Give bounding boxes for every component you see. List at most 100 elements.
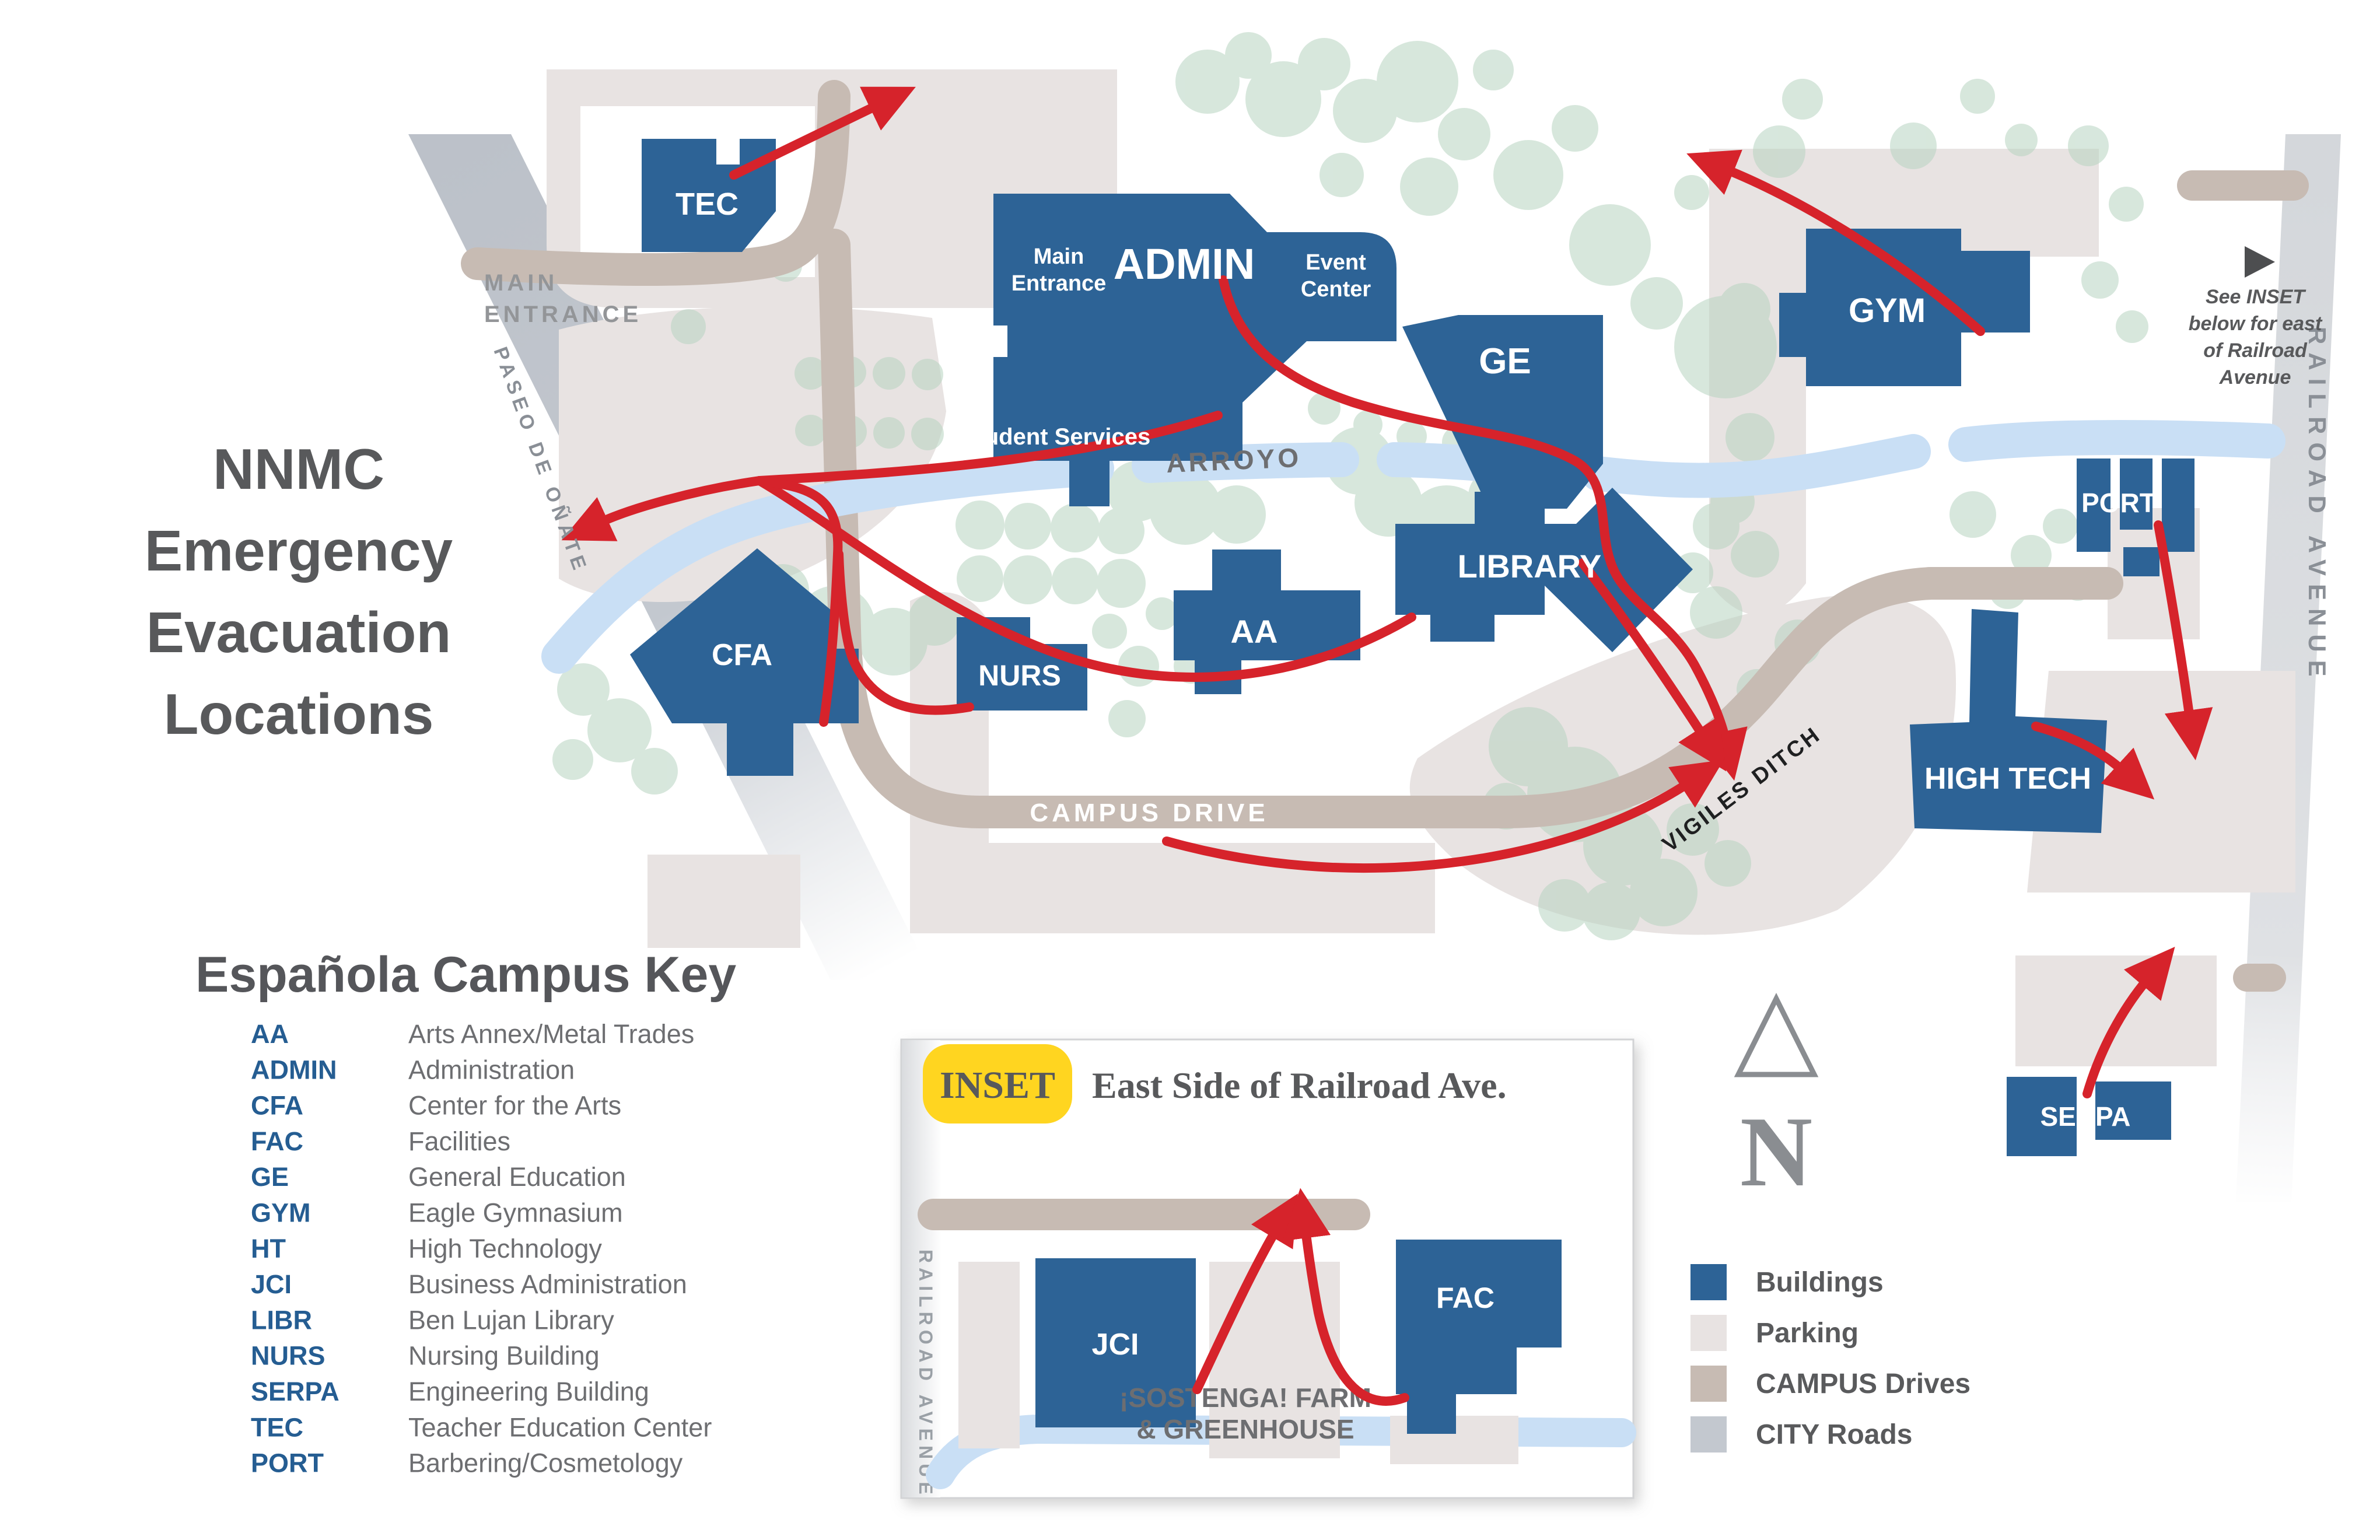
label-student-services: Student Services [961,424,1151,450]
key-name-aa: Arts Annex/Metal Trades [408,1019,694,1049]
building-nurs [957,617,1087,710]
label-high-tech: HIGH TECH [1924,762,2091,796]
key-abbr-port: PORT [251,1448,324,1478]
key-abbr-serpa: SERPA [251,1377,340,1406]
parking-serpa [2015,956,2217,1066]
route-gym [1686,149,1985,336]
arroyo-seg-1 [541,451,1114,674]
railroad-avenue-road [2236,134,2341,1202]
route-student-services [755,476,1416,682]
label-port: PORT [2081,488,2156,518]
building-gym [1779,229,2030,386]
label-aa: AA [1231,613,1278,650]
label-event-center-2: Center [1301,277,1371,302]
parking-nurs-aa [910,592,1435,933]
legend-label-2: CAMPUS Drives [1756,1368,1971,1399]
see-inset-triangle-icon [2245,246,2275,278]
route-admin-main-entrance [561,411,1223,541]
arroyo-seg-4 [1581,434,1931,498]
key-name-nurs: Nursing Building [408,1341,600,1371]
parking-below-cfa [648,855,800,948]
building-serpa [2007,1077,2171,1156]
north-letter: N [1740,1097,1812,1208]
building-jci [1035,1258,1196,1427]
label-main-entrance-1: Main [1034,244,1084,269]
legend-swatch-1 [1690,1315,1727,1351]
legend-label-1: Parking [1756,1318,1859,1349]
inset-title: East Side of Railroad Ave. [1092,1065,1507,1106]
key-name-ge: General Education [408,1162,626,1192]
campus-key: Española Campus Key AA Arts Annex/Metal T… [195,947,736,1478]
evacuation-routes [561,86,2213,1098]
key-abbr-aa: AA [251,1019,289,1049]
label-campus-drive: CAMPUS DRIVE [1030,799,1268,827]
label-admin: ADMIN [1114,240,1255,288]
route-aa [1162,760,1724,873]
label-tec: TEC [676,187,738,222]
building-ge [1402,315,1603,509]
label-jci: JCI [1092,1328,1139,1362]
see-inset-line-2: below for east [2189,313,2323,335]
inset-railroad-label: RAILROAD AVENUE [915,1250,936,1499]
legend-label-3: CITY Roads [1756,1419,1913,1450]
legend-swatch-3 [1690,1416,1727,1452]
label-ge: GE [1479,341,1531,382]
title-line-2: Emergency [145,519,453,583]
label-main-entrance-2: Entrance [1012,271,1107,296]
key-abbr-ht: HT [251,1234,286,1264]
key-abbr-fac: FAC [251,1126,303,1156]
building-admin [993,194,1396,506]
key-abbr-tec: TEC [251,1412,303,1442]
building-fac [1396,1240,1562,1394]
campus-key-heading: Española Campus Key [195,947,736,1003]
title-line-4: Locations [164,682,434,746]
key-name-ht: High Technology [408,1234,602,1264]
label-railroad-avenue: RAILROAD AVENUE [2304,327,2331,685]
route-serpa [2082,947,2175,1098]
label-fac: FAC [1436,1282,1494,1314]
route-high-tech [2031,722,2155,800]
key-name-libr: Ben Lujan Library [408,1305,614,1335]
route-event-center-ge [1219,275,1748,781]
compass-north: N [1734,992,1819,1208]
route-tec [729,86,916,180]
building-high-tech [1910,609,2107,833]
label-serpa: SERPA [2040,1101,2130,1132]
key-name-admin: Administration [408,1055,575,1084]
arroyo-seg-2 [1132,442,1359,483]
label-road-main-entrance-2: ENTRANCE [484,302,642,327]
key-name-gym: Eagle Gymnasium [408,1198,623,1228]
legend-swatch-0 [1690,1264,1727,1300]
legend-swatch-2 [1690,1366,1727,1402]
route-jci [1192,1194,1298,1394]
building-cfa [630,548,859,776]
label-event-center-1: Event [1306,250,1366,275]
arroyo-seg-5 [1948,419,2286,462]
drive-main-entrance [461,80,850,286]
legend-label-0: Buildings [1756,1267,1884,1298]
see-inset-note: See INSET below for east of Railroad Ave… [2189,246,2323,388]
inset-parking-1 [958,1262,1020,1448]
key-abbr-gym: GYM [251,1198,311,1228]
route-library [1578,558,1727,772]
key-abbr-cfa: CFA [251,1091,303,1121]
key-name-fac: Facilities [408,1126,510,1156]
key-name-serpa: Engineering Building [408,1377,649,1406]
label-arroyo: ARROYO [1166,442,1302,478]
key-name-cfa: Center for the Arts [408,1091,621,1121]
label-gym: GYM [1849,292,1926,330]
label-sostenga-1: ¡SOSTENGA! FARM [1119,1382,1371,1413]
key-abbr-libr: LIBR [251,1305,312,1335]
route-fac [1282,1188,1409,1406]
north-triangle-icon [1734,992,1819,1077]
see-inset-line-1: See INSET [2206,286,2306,308]
title-line-3: Evacuation [146,600,452,664]
key-name-port: Barbering/Cosmetology [408,1448,683,1478]
key-name-jci: Business Administration [408,1269,687,1299]
see-inset-line-3: of Railroad [2203,340,2308,362]
label-library: LIBRARY [1458,548,1602,584]
